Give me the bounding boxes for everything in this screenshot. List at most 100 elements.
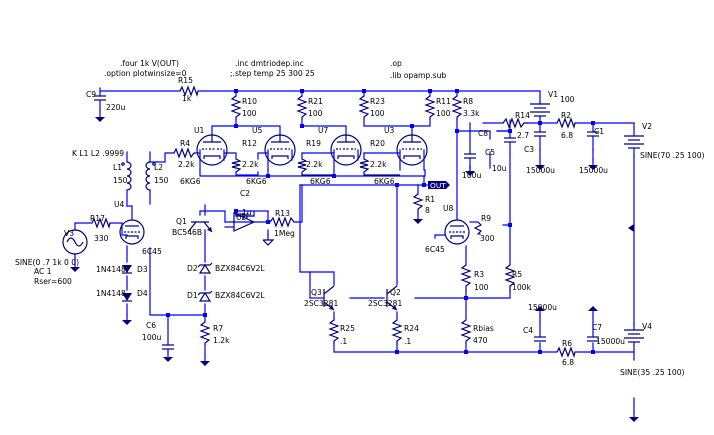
r24-value: .1	[404, 337, 411, 346]
q2-model: 2SC3281	[368, 299, 402, 308]
u8-name: U8	[443, 204, 454, 213]
q3-model: 2SC3281	[304, 299, 338, 308]
resistor-r24	[391, 319, 403, 344]
resistor-r13	[269, 216, 297, 228]
r1-name: R1	[425, 195, 435, 204]
u3-model: 6KG6	[374, 177, 395, 186]
r4-value: 2.2k	[178, 160, 195, 169]
directive-option: .option plotwinsize=0	[104, 69, 187, 78]
directives: .four 1k V(OUT) .option plotwinsize=0 .i…	[15, 59, 705, 377]
resistor-r23	[358, 95, 370, 120]
c8-name: C8	[478, 129, 488, 138]
opamp-u2	[224, 212, 274, 246]
c3-name: C3	[524, 145, 534, 154]
c5-value: 10u	[492, 164, 507, 173]
voltage-source-v3	[62, 229, 88, 273]
r6-name: R6	[562, 339, 572, 348]
voltage-source-v4	[624, 323, 644, 423]
r21-name: R21	[308, 97, 323, 106]
resistor-r10	[230, 95, 242, 120]
r14-name: R14	[515, 111, 530, 120]
d2-model: BZX84C6V2L	[215, 264, 265, 273]
r19-name: R19	[306, 139, 321, 148]
resistor-r25	[328, 319, 340, 344]
capacitor-c4	[534, 305, 546, 342]
out-label: OUT	[430, 181, 446, 190]
c4-value: 15000u	[528, 303, 557, 312]
v3-name: V3	[64, 229, 74, 238]
v4-name: V4	[642, 322, 652, 331]
u4-name: U4	[114, 200, 125, 209]
c1-name: C1	[594, 127, 604, 136]
junction-dots	[166, 89, 595, 354]
resistor-r4	[173, 147, 195, 159]
u4-model: 6C45	[142, 247, 162, 256]
resistor-rbias	[460, 319, 472, 344]
v3-rser: Rser=600	[34, 277, 72, 286]
d4-model: 1N4148	[96, 289, 126, 298]
r7-name: R7	[213, 324, 223, 333]
r2-name: R2	[561, 111, 571, 120]
capacitor-c6	[162, 344, 174, 363]
directive-four: .four 1k V(OUT)	[120, 59, 179, 68]
zener-d1	[197, 290, 213, 302]
r24-name: R24	[404, 324, 419, 333]
tube-u5	[264, 134, 296, 166]
q1-model: BC546B	[172, 228, 202, 237]
r9-name: R9	[481, 214, 491, 223]
r25-name: R25	[340, 324, 355, 333]
resistor-r7	[199, 321, 211, 345]
c7-value: 15000u	[596, 337, 625, 346]
resistor-r21	[296, 95, 308, 120]
r9-value: 300	[480, 234, 495, 243]
r25-value: .1	[340, 337, 347, 346]
v3-ac: AC 1	[34, 267, 52, 276]
r10-name: R10	[242, 97, 257, 106]
r5-value: 100k	[512, 283, 531, 292]
r5-name: R5	[512, 270, 522, 279]
capacitor-c3	[534, 131, 546, 171]
r14-value: 2.7	[517, 131, 529, 140]
v2-name: V2	[642, 122, 652, 131]
tube-u1	[196, 134, 228, 166]
c5-name: C5	[485, 148, 495, 157]
r12-name: R12	[242, 139, 257, 148]
c7-name: C7	[592, 323, 602, 332]
c6-name: C6	[146, 321, 156, 330]
tube-u8	[444, 219, 470, 245]
resistor-r5	[504, 264, 516, 292]
u7-model: 6KG6	[310, 177, 331, 186]
d3-model: 1N4148	[96, 265, 126, 274]
l1-name: L1	[113, 163, 122, 172]
d4-name: D4	[137, 289, 148, 298]
r8-value: 3.3k	[463, 109, 480, 118]
u5-name: U5	[252, 126, 263, 135]
v2-sine: SINE(70 .25 100)	[640, 151, 705, 160]
voltage-source-v1	[530, 103, 550, 119]
q1-name: Q1	[176, 217, 187, 226]
u2-name: U2	[236, 213, 247, 222]
v1-value: 100	[560, 95, 575, 104]
resistor-r9	[473, 221, 483, 235]
resistor-r12	[231, 158, 242, 173]
zener-d2	[197, 262, 213, 274]
c2-value: 1u	[242, 208, 252, 217]
c3-value: 15000u	[526, 166, 555, 175]
r11-name: R11	[436, 97, 451, 106]
r1-value: 8	[425, 206, 430, 215]
u1-model: 6KG6	[180, 177, 201, 186]
u8-model: 6C45	[425, 245, 445, 254]
q3-name: Q3	[311, 288, 322, 297]
directive-step: ;.step temp 25 300 25	[230, 69, 315, 78]
r3-name: R3	[474, 270, 484, 279]
u5-model: 6KG6	[246, 177, 267, 186]
resistor-r2	[556, 117, 576, 130]
r15-value: 1k	[182, 94, 192, 103]
r23-value: 100	[370, 109, 385, 118]
directive-op: .op	[390, 59, 402, 68]
resistor-r1	[412, 193, 424, 214]
r20-name: R20	[370, 139, 385, 148]
l1-value: 150	[113, 176, 128, 185]
d1-name: D1	[187, 291, 198, 300]
